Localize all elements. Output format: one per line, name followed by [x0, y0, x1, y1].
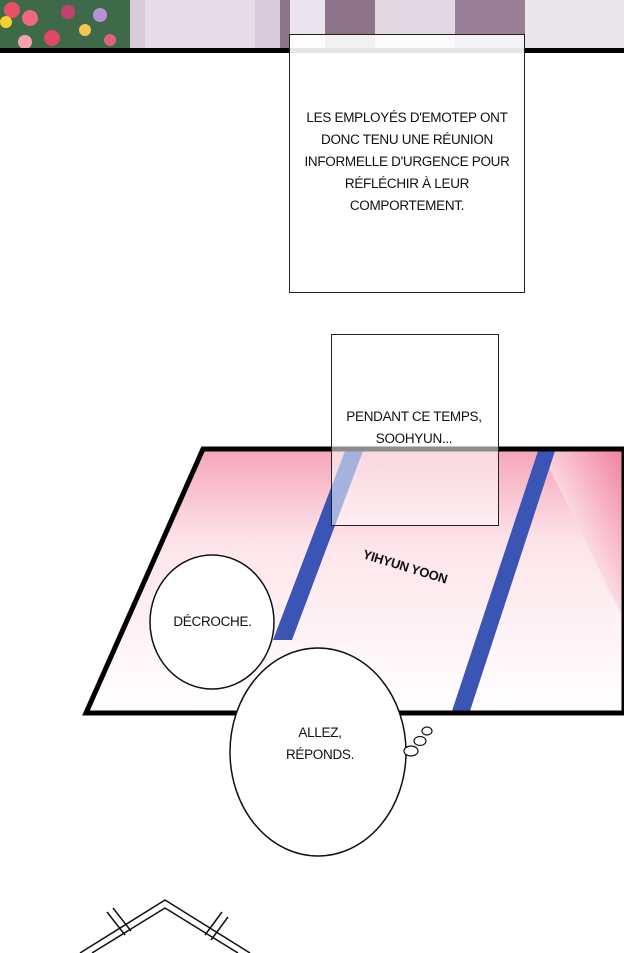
- bottom-line-art: [79, 899, 251, 953]
- caption-text-1: LES EMPLOYÉS D'EMOTEP ONT DONC TENU UNE …: [304, 110, 510, 213]
- bubble-text-2: ALLEZ, RÉPONDS.: [285, 725, 355, 762]
- top-panel-image: [0, 0, 624, 49]
- bubble-text-1: DÉCROCHE.: [173, 614, 252, 629]
- phone-stripe-right: [452, 451, 555, 711]
- caption-box-1: [289, 34, 525, 293]
- caption-text-2: PENDANT CE TEMPS, SOOHYUN...: [346, 409, 482, 446]
- speech-bubble-1: [149, 554, 275, 690]
- caption-box-2: [331, 334, 499, 526]
- thought-dots: [403, 726, 433, 757]
